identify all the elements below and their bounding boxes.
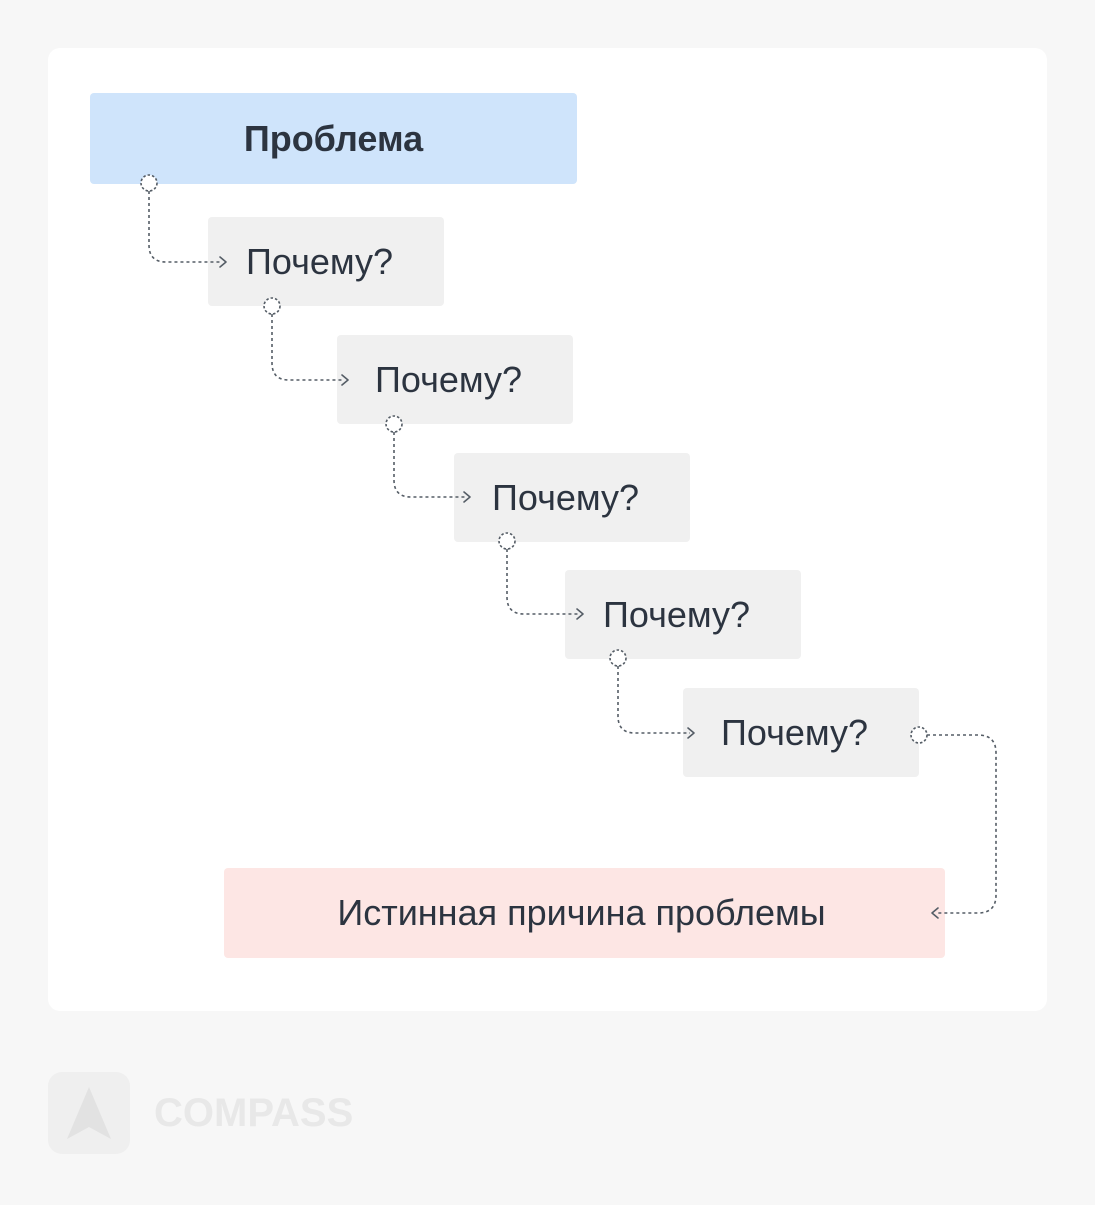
why-label-4: Почему? xyxy=(603,593,751,635)
why-box-1: Почему? xyxy=(208,217,444,306)
root-cause-label: Истинная причина проблемы xyxy=(337,892,826,933)
why-label-3: Почему? xyxy=(492,476,640,518)
why-label-2: Почему? xyxy=(375,358,523,400)
compass-arrow-icon xyxy=(48,1072,130,1154)
brand-name: COMPASS xyxy=(154,1090,354,1135)
why-box-2: Почему? xyxy=(337,335,573,424)
problem-box: Проблема xyxy=(90,93,577,184)
root-cause-box: Истинная причина проблемы xyxy=(224,868,945,958)
why-box-3: Почему? xyxy=(454,453,690,542)
why-label-1: Почему? xyxy=(246,240,394,282)
why-label-5: Почему? xyxy=(721,711,869,753)
why-box-5: Почему? xyxy=(683,688,919,777)
brand-logo: COMPASS xyxy=(48,1072,353,1154)
problem-label: Проблема xyxy=(243,117,424,159)
why-box-4: Почему? xyxy=(565,570,801,659)
